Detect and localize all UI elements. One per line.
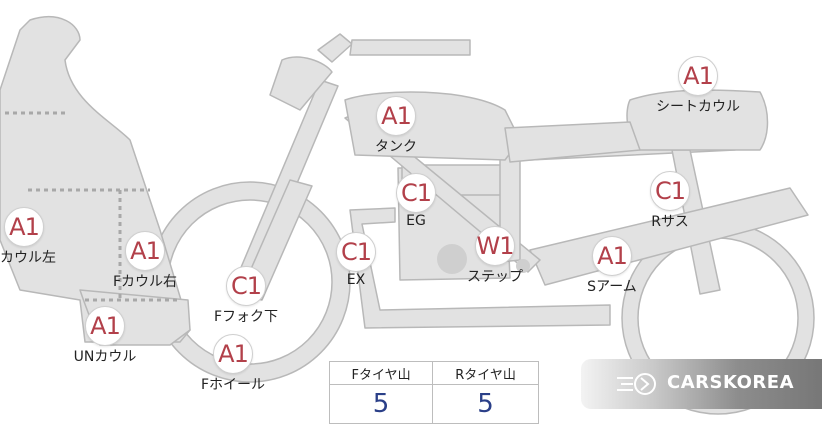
part-label: Rサス [651,214,689,230]
grade-badge: A1 [125,231,165,271]
part-label: Sアーム [587,279,637,295]
grade-badge: C1 [396,173,436,213]
marker-step: W1 ステップ [465,226,525,316]
marker-f-fork-lower: C1 Fフォク下 [213,266,279,356]
grade-badge: W1 [475,226,515,266]
marker-f-cowl-left: A1 Fカウル左 [0,207,57,297]
front-tire-header: Fタイヤ山 [328,361,434,385]
grade-badge: A1 [4,207,44,247]
grade-badge: A1 [376,96,416,136]
part-label: ステップ [467,269,523,285]
marker-f-cowl-right: A1 Fカウル右 [112,231,178,321]
marker-eg: C1 EG [386,173,446,263]
tire-tread-table: Fタイヤ山 Rタイヤ山 5 5 [328,361,539,424]
marker-ex: C1 EX [326,232,386,322]
marker-f-wheel: A1 Fホイール [200,334,266,424]
part-label: Fカウル右 [112,274,178,290]
grade-badge: A1 [213,334,253,374]
rear-tire-value: 5 [432,384,539,424]
handlebar-bar [349,39,471,56]
grade-badge: C1 [650,171,690,211]
exhaust-pipe [349,207,611,329]
grade-badge: C1 [226,266,266,306]
seat [504,121,641,163]
part-label: Fカウル左 [0,250,57,266]
rear-tire-header: Rタイヤ山 [432,361,539,385]
grade-badge: A1 [592,236,632,276]
part-label: EG [406,213,426,229]
marker-un-cowl: A1 UNカウル [73,306,137,396]
part-label: シートカウル [656,99,740,115]
grade-badge: A1 [678,56,718,96]
brand-watermark: CARSKOREA [581,359,822,409]
marker-s-arm: A1 Sアーム [582,236,642,326]
brand-text: CARSKOREA [667,372,794,393]
part-label: UNカウル [73,349,137,365]
front-tire-value: 5 [328,384,434,424]
handlebar-left [317,33,353,63]
front-fender [269,56,333,111]
grade-badge: C1 [336,232,376,272]
marker-r-sus: C1 Rサス [640,171,700,261]
part-label: Fフォク下 [213,309,279,325]
carskorea-logo-icon [617,373,656,395]
marker-seat-cowl: A1 シートカウル [656,56,740,146]
part-label: Fホイール [200,377,266,393]
grade-badge: A1 [85,306,125,346]
part-label: タンク [375,139,417,155]
part-label: EX [346,272,366,288]
marker-tank: A1 タンク [366,96,426,186]
